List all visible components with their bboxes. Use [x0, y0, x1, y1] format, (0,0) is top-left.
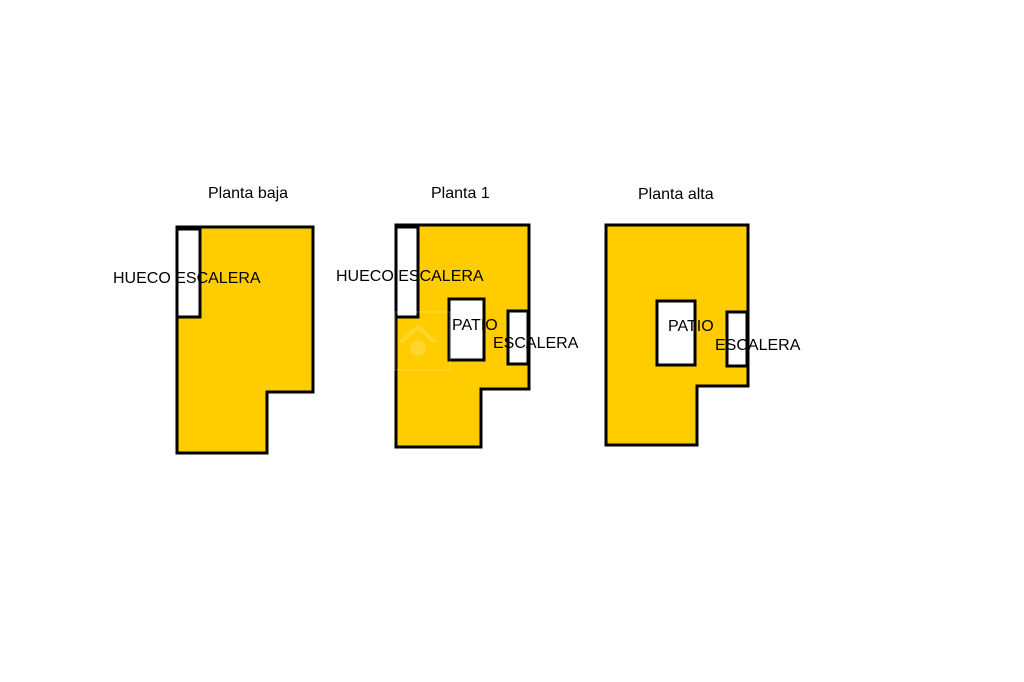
stair-void-label: HUECO ESCALERA — [336, 268, 484, 285]
watermark — [394, 311, 451, 371]
patio-room — [447, 297, 486, 362]
floor-outline — [175, 225, 315, 455]
stairs-room — [506, 309, 530, 366]
watermark-frame — [394, 311, 451, 371]
stairs-room — [725, 310, 749, 368]
patio-label: PATIO — [668, 318, 714, 335]
stair-void-label: HUECO ESCALERA — [113, 270, 261, 287]
house-logo-dot-icon — [410, 340, 426, 356]
plan-title: Planta baja — [208, 185, 288, 202]
patio-label: PATIO — [452, 317, 498, 334]
plan-planta-alta: Planta alta PATIO ESCALERA — [604, 186, 801, 447]
plan-planta-1: Planta 1 HUECO ESCALERA PATIO ESCALERA — [336, 185, 579, 449]
stairs-label: ESCALERA — [715, 337, 801, 354]
plan-title: Planta 1 — [431, 185, 490, 202]
plan-title: Planta alta — [638, 186, 714, 203]
patio-room — [655, 299, 697, 367]
stair-void-room — [175, 227, 202, 319]
house-logo-icon — [398, 324, 438, 342]
stairs-label: ESCALERA — [493, 335, 579, 352]
stair-void-room — [394, 225, 420, 319]
plan-planta-baja: Planta baja HUECO ESCALERA — [113, 185, 315, 455]
